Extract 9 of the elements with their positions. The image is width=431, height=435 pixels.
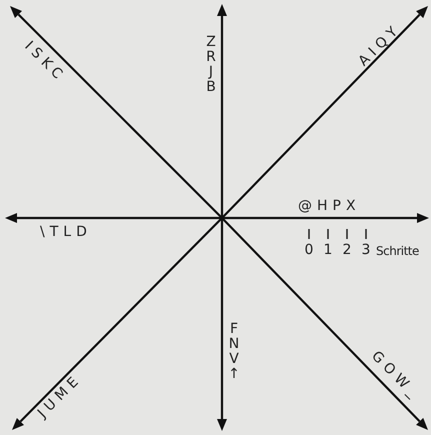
step-number: 0 [304,243,314,257]
direction-label: FNV↑ [228,322,240,382]
step-number: 1 [324,243,332,257]
axis-label: Schritte [376,244,419,258]
direction-label: ZRJB [205,35,217,95]
step-number: 2 [342,243,352,257]
step-number: 3 [362,243,370,257]
direction-label: \TLD [40,225,92,239]
direction-label: @HPX [298,199,361,213]
